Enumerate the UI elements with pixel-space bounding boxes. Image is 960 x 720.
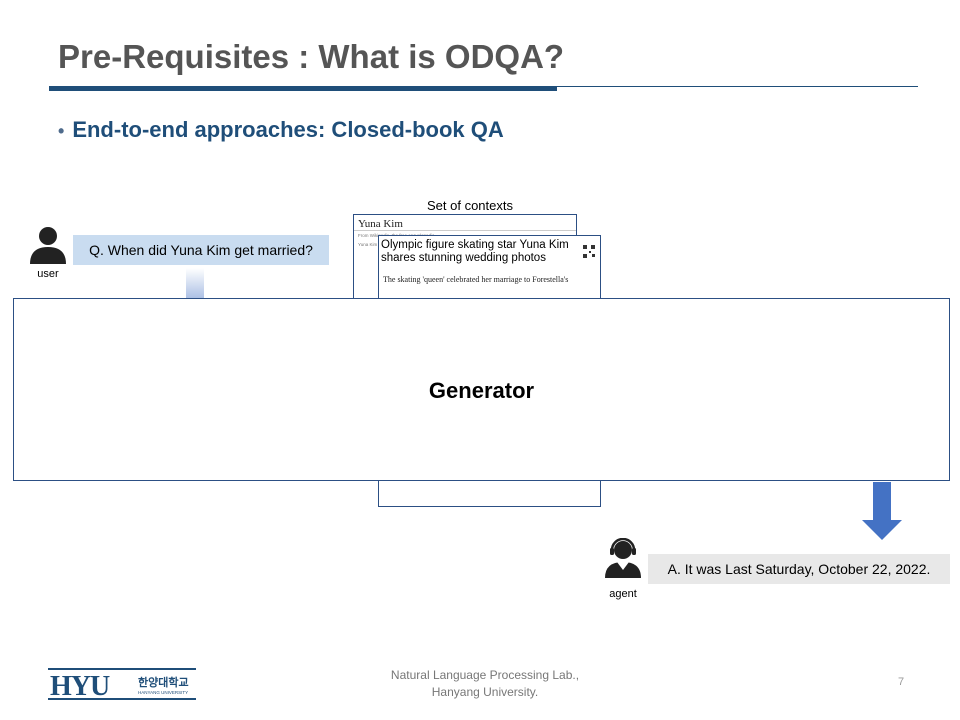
- generator-label: Generator: [428, 378, 535, 403]
- logo-sub: HANYANG UNIVERSITY: [138, 690, 188, 695]
- user-label: user: [37, 268, 59, 280]
- footer-line1: Natural Language Processing Lab.,: [390, 668, 580, 682]
- slide-title: Pre-Requisites : What is ODQA?: [58, 38, 565, 75]
- footer-lab: Natural Language Processing Lab., Hanyan…: [380, 667, 590, 701]
- hyu-logo: HYU 한양대학교 HANYANG UNIVERSITY: [48, 668, 196, 700]
- answer-box: A. It was Last Saturday, October 22, 202…: [648, 554, 950, 584]
- title-underline-thin: [557, 86, 918, 87]
- wiki-title: Yuna Kim: [354, 215, 576, 231]
- title-underline-thick: [49, 86, 557, 91]
- user-icon: [30, 227, 66, 264]
- qr-code-icon: [582, 244, 596, 260]
- contexts-label: Set of contexts: [427, 198, 513, 213]
- bullet-dot-icon: •: [58, 121, 65, 141]
- bullet-point: • End-to-end approaches: Closed-book QA: [58, 117, 504, 143]
- agent-icon: [605, 538, 641, 578]
- page-number: 7: [898, 676, 905, 688]
- arrow-down-icon: [862, 482, 902, 540]
- footer-line2: Hanyang University.: [431, 685, 539, 699]
- wiki-line: Yuna Kim: [358, 242, 378, 247]
- question-box: Q. When did Yuna Kim get married?: [73, 235, 329, 265]
- generator-box: [13, 298, 950, 481]
- news-body: The skating 'queen' celebrated her marri…: [383, 275, 569, 284]
- logo-text: HYU: [50, 671, 110, 700]
- logo-korean: 한양대학교: [138, 675, 189, 689]
- bullet-text: End-to-end approaches: Closed-book QA: [72, 117, 504, 142]
- news-headline: Olympic figure skating star Yuna Kim sha…: [381, 239, 569, 264]
- agent-label: agent: [609, 588, 637, 600]
